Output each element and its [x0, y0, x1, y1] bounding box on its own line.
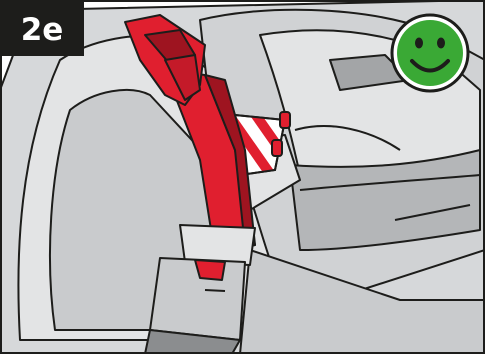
- smiley-face-icon: [392, 15, 468, 91]
- step-number-label: 2e: [21, 12, 64, 48]
- step-badge: 2e: [0, 0, 84, 56]
